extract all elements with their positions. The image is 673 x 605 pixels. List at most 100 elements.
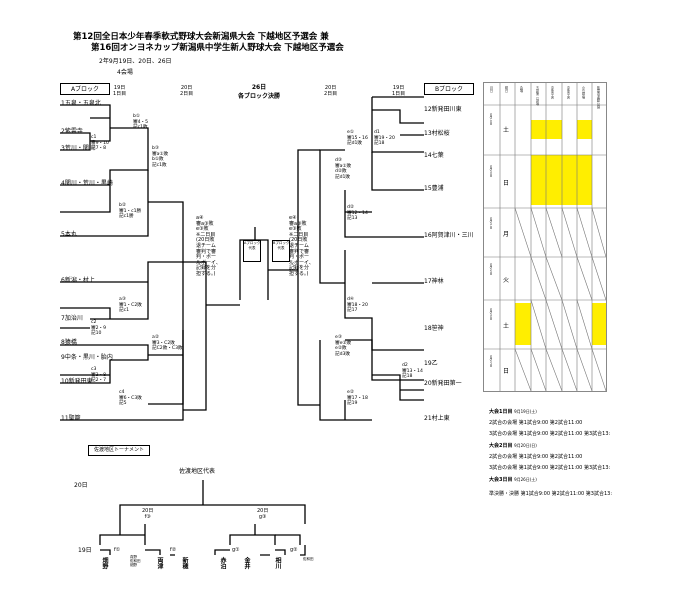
- team-a-2: 2紫雲寺: [61, 128, 83, 135]
- team-b-14: 14七葉: [424, 152, 444, 159]
- game-a-c2: c2 審2・9 記10: [91, 320, 107, 336]
- team-b-17: 17神林: [424, 278, 444, 285]
- team-a-3: 3荒川・関川: [61, 145, 95, 152]
- team-b-15: 15豊浦: [424, 185, 444, 192]
- team-b-19: 19乙: [424, 360, 438, 367]
- game-b-d3: d③ 審a①敗 d②敗 記d1敗: [335, 158, 352, 180]
- team-a-4: 4関川・荒川・黒崎: [61, 180, 113, 187]
- block-b-col1-header: 19日 1日目: [392, 85, 406, 97]
- grid-header: 月日: [489, 86, 493, 93]
- sado-g2: f②: [170, 547, 177, 553]
- game-a-b1: b① 審4・5 記c1敗: [133, 114, 149, 130]
- grid-header: 中条中央: [566, 86, 570, 99]
- team-a-9: 9中条・黒川・胎内: [61, 354, 113, 361]
- game-a-a3: a③ 審1・C2敗 記c1: [119, 297, 142, 313]
- center-right-note: e④ 審a③敗 e③敗 ※二日目 (20日敗 退チーム 審判で審 判・ボー ルボ…: [289, 215, 314, 277]
- day2-title: 大会2日目 9月20日(日): [489, 443, 537, 449]
- game-b-e2: e② 審17・18 記19: [347, 390, 368, 406]
- yellow-cell: [592, 303, 606, 345]
- sado-team-4: 赤泊: [219, 557, 226, 569]
- team-b-18: 18笹神: [424, 325, 444, 332]
- team-a-10: 10新発田東: [61, 378, 93, 385]
- grid-header: 中条中央: [550, 86, 554, 99]
- yellow-cell: [577, 155, 592, 205]
- game-b-d2b: d2 審13・14 記18: [402, 363, 423, 379]
- team-a-11: 11聖籠: [61, 415, 81, 422]
- center-col-title: 26日 各ブロック決勝: [238, 84, 281, 100]
- day2-line2: 3試合の会場 第1試合9:00 第2試合11:00 第3試合13:: [489, 465, 611, 471]
- day2-line1: 2試合の会場 第1試合9:00 第2試合11:00: [489, 454, 583, 460]
- date-cell: 9月21日: [489, 217, 493, 229]
- yellow-cell: [562, 155, 577, 205]
- sado-g4: g②: [290, 547, 298, 553]
- sado-top-right: 20日 g③: [257, 508, 269, 520]
- game-a-c1: c1 審9・10 記7・8: [91, 135, 109, 151]
- title-line-1: 第12回全日本少年春季軟式野球大会新潟県大会 下越地区予選会 兼: [73, 32, 329, 42]
- team-b-12: 12新発田川東: [424, 106, 462, 113]
- sado-team-6: 相川: [274, 557, 281, 569]
- day-sun-1: 日: [502, 180, 509, 187]
- yellow-cell: [577, 120, 592, 139]
- date-cell: 9月22日: [489, 263, 493, 275]
- date-cell: 9月20日: [489, 165, 493, 177]
- day3-line1: 準決勝・決勝 第1試合9:00 第2試合11:00 第3試合13:: [489, 491, 612, 497]
- sado-team-3: 新穂: [181, 557, 188, 569]
- yellow-cell: [531, 120, 546, 139]
- day-mon: 月: [502, 231, 509, 238]
- game-a-c3: c3 審3・8 記2・7: [91, 367, 107, 383]
- day3-title: 大会3日目 9月26日(土): [489, 477, 537, 483]
- yellow-cell: [546, 120, 562, 139]
- game-b-d2: d② 審12・14 記13: [347, 205, 368, 221]
- sado-team-2: 両津: [156, 557, 163, 569]
- game-a-a2: a② 審3・C2敗 記C2敗・C3敗: [152, 335, 183, 351]
- day1-line2: 3試合の会場 第1試合9:00 第2試合11:00 第3試合13:: [489, 431, 611, 437]
- sado-g1: f①: [114, 547, 121, 553]
- team-b-16: 16阿賀津川・三川: [424, 232, 474, 239]
- rep-a-box: Aブロック 代表: [243, 240, 261, 262]
- team-a-5: 5本丸: [61, 231, 77, 238]
- grid-header: 五泉第一球場: [535, 86, 539, 106]
- game-a-b3: b③ 審a①敗 b①敗 記c1敗: [152, 146, 169, 168]
- sado-team-1: 畑野: [101, 557, 108, 569]
- team-a-7: 7加治川: [61, 315, 83, 322]
- sado-note-6: 佐和田: [303, 557, 314, 561]
- game-b-d1: d1 審19・20 記18: [374, 130, 395, 146]
- day1-title: 大会1日目 9月19日(土): [489, 409, 537, 415]
- game-a-c4: c4 審6・C3敗 記5: [119, 390, 142, 406]
- day-sat-2: 土: [502, 323, 509, 330]
- center-left-note: a④ 審a③敗 e③敗 ※二日目 (20日敗 退チーム 審判で審 判・ボー ルボ…: [196, 215, 221, 277]
- team-a-1: 1五泉・五泉北: [61, 100, 101, 107]
- date-cell: 9月27日: [489, 355, 493, 367]
- sado-g3: g①: [232, 547, 240, 553]
- team-b-20: 20新発田第一: [424, 380, 462, 387]
- venues-line: 4会場: [117, 69, 133, 76]
- block-b-label: Bブロック: [424, 83, 474, 95]
- grid-header: 紫雲寺運動公園: [596, 86, 600, 109]
- sado-label: 佐渡地区トーナメント: [88, 445, 150, 456]
- block-a-col1-header: 19日 1日目: [113, 85, 127, 97]
- team-a-8: 8猿橋: [61, 339, 77, 346]
- grid-header: 曜日: [504, 86, 508, 93]
- game-b-e3: e③ 審e②敗 e②敗 記d3敗: [335, 335, 352, 357]
- team-b-21: 21村上東: [424, 415, 450, 422]
- block-a-label: Aブロック: [60, 83, 110, 95]
- sado-team-5: 金井: [243, 557, 250, 569]
- day-sun-2: 日: [502, 368, 509, 375]
- team-a-6: 6新潟・村上: [61, 277, 95, 284]
- team-b-13: 13村松桜: [424, 130, 450, 137]
- day1-line1: 2試合の会場 第1試合9:00 第2試合11:00: [489, 420, 583, 426]
- yellow-cell: [531, 155, 546, 205]
- dates-line: 2年9月19日、20日、26日: [99, 58, 172, 65]
- date-cell: 9月26日: [489, 308, 493, 320]
- block-b-col2-header: 20日 2日目: [324, 85, 338, 97]
- block-a-col2-header: 20日 2日目: [180, 85, 194, 97]
- game-a-b2: b② 審1・c1勝 記c1勝: [119, 203, 142, 219]
- sado-day20: 20日: [74, 482, 88, 489]
- yellow-cell: [515, 303, 531, 345]
- title-line-2: 第16回オンヨネカップ新潟県中学生新人野球大会 下越地区予選会: [91, 43, 344, 53]
- date-cell: 9月19日: [489, 113, 493, 125]
- grid-header: 小島球場: [581, 86, 585, 99]
- game-b-d4: d④ 審18・20 記17: [347, 297, 368, 313]
- day-tue: 火: [502, 277, 509, 284]
